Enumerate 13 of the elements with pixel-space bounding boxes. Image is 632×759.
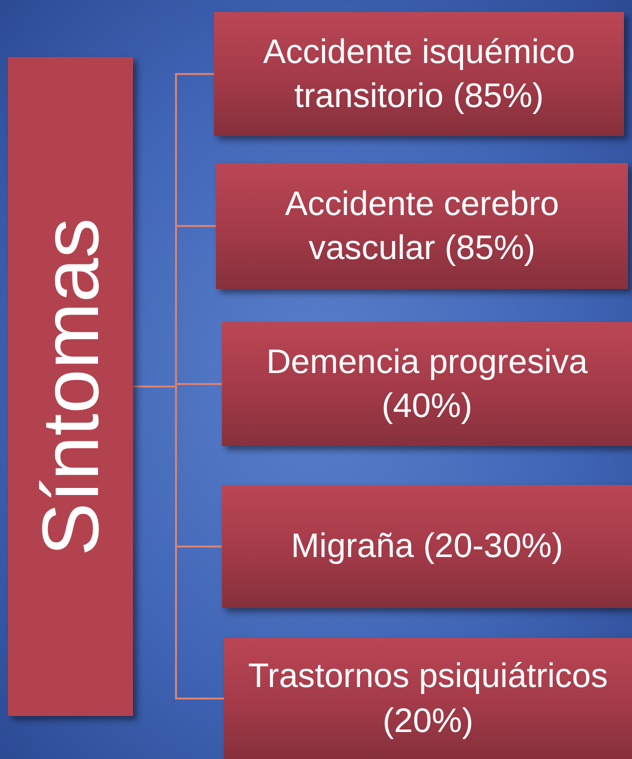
symptom-box [222, 322, 632, 446]
symptom-box [214, 12, 624, 136]
symptom-text: Accidente cerebro vascular (85%) [284, 184, 560, 269]
title-box [8, 57, 133, 716]
symptom-text: Trastornos psiquiátricos (20%) [247, 656, 609, 742]
connector-line [133, 386, 224, 700]
symptom-text: Accidente isquémico transitorio (85%) [262, 32, 576, 117]
title-text: Síntomas [30, 218, 110, 556]
symptom-text: Migraña (20-30%) [290, 526, 564, 568]
symptom-box [222, 485, 632, 608]
symptom-text: Demencia progresiva (40%) [265, 342, 589, 427]
symptom-box [216, 163, 628, 289]
symptom-box [224, 638, 632, 759]
